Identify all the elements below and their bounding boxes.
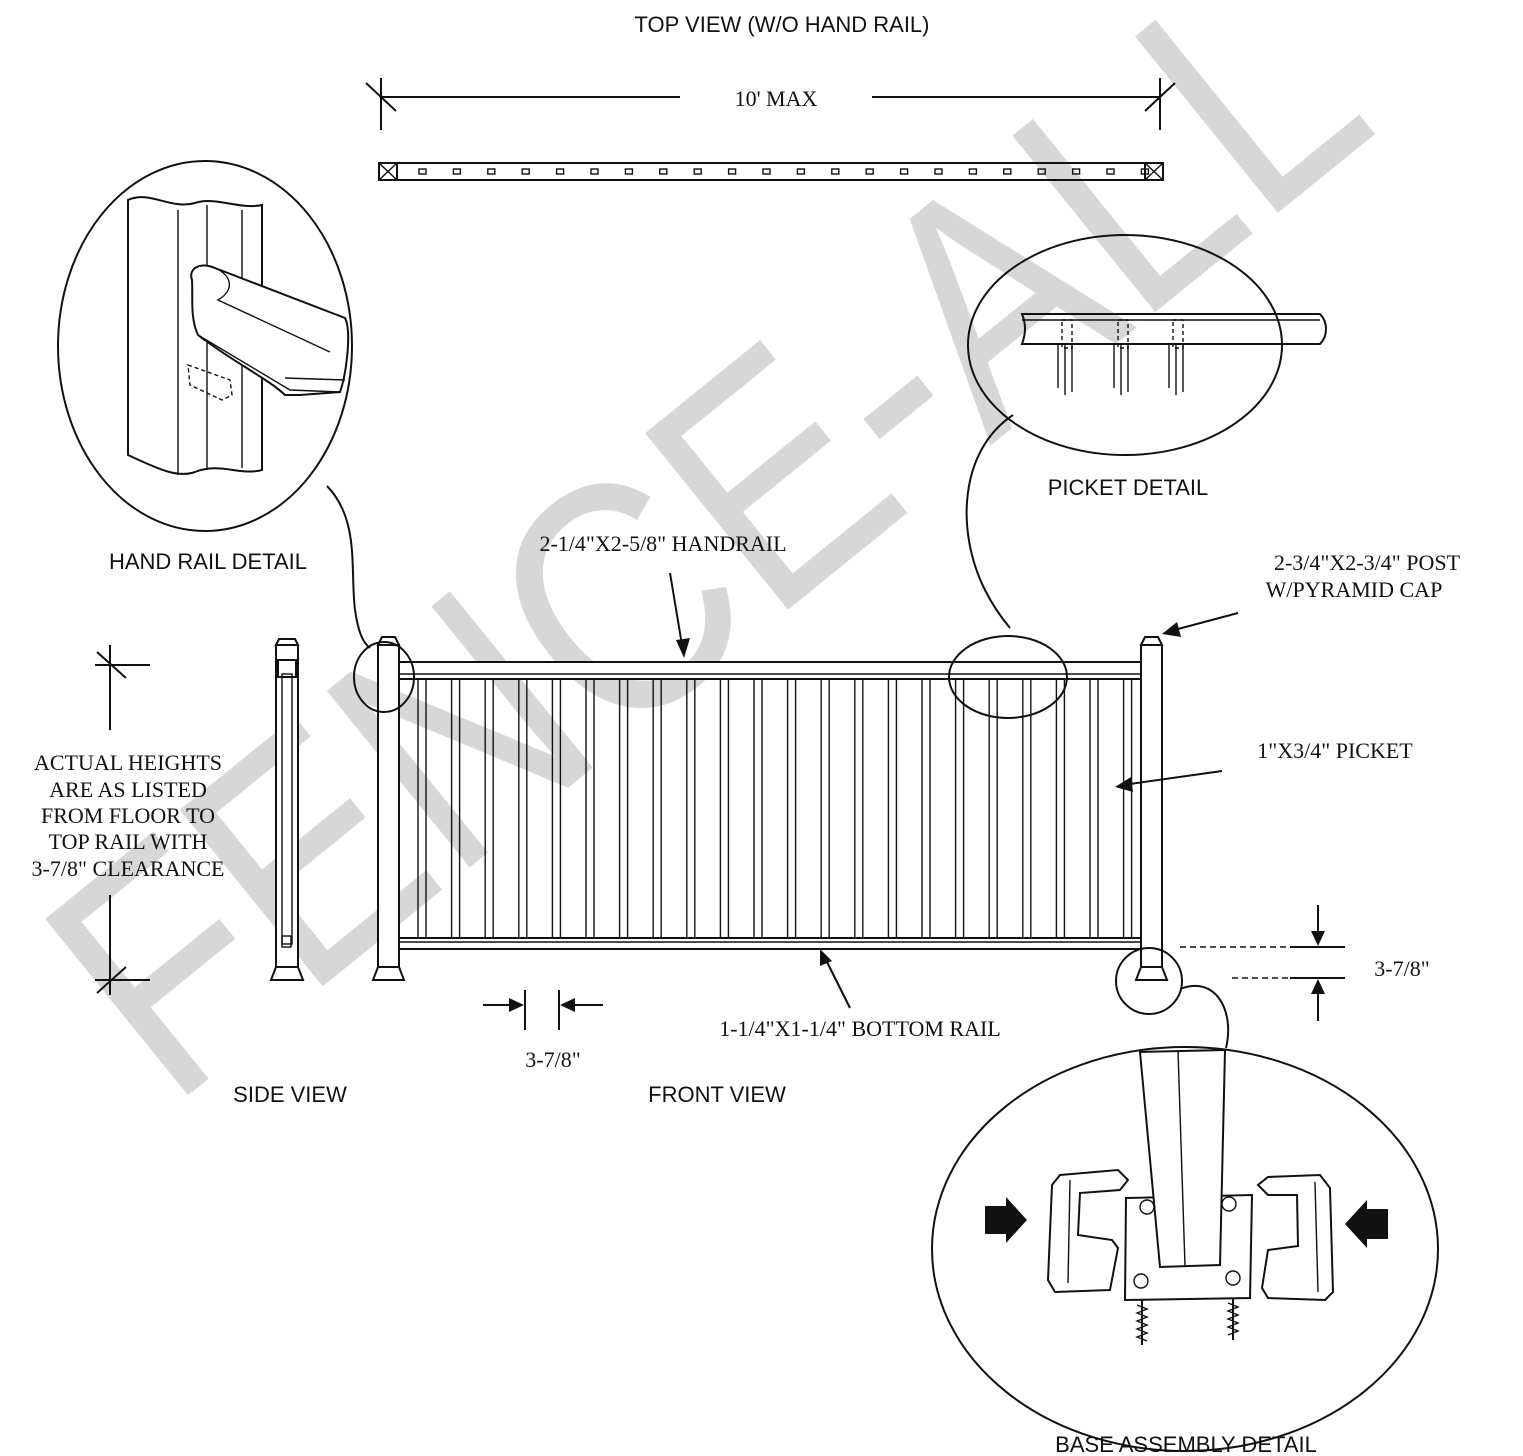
post-label-line-1: 2-3/4"X2-3/4" POST xyxy=(1274,550,1461,575)
post-arrow xyxy=(1162,612,1239,637)
top-view-picket xyxy=(1003,168,1012,175)
handrail-arrow xyxy=(669,572,690,658)
picket xyxy=(518,679,528,938)
heights-note-line-3: FROM FLOOR TO xyxy=(41,803,215,828)
top-view-picket xyxy=(934,168,943,175)
heights-note: ACTUAL HEIGHTS ARE AS LISTED FROM FLOOR … xyxy=(32,750,225,881)
hand-rail-detail-label: HAND RAIL DETAIL xyxy=(109,549,307,574)
heights-note-line-4: TOP RAIL WITH xyxy=(49,829,208,854)
watermark: FENCE-ALL xyxy=(0,0,1426,1164)
top-view-picket xyxy=(418,168,427,175)
front-view-pickets xyxy=(417,679,1133,938)
top-view-picket xyxy=(555,168,565,175)
side-view-label: SIDE VIEW xyxy=(233,1082,347,1107)
picket xyxy=(1055,679,1066,938)
hand-rail-leader xyxy=(326,485,371,649)
picket xyxy=(786,679,797,938)
picket-arrow xyxy=(1115,770,1223,792)
top-view-pickets xyxy=(418,168,1150,175)
picket-detail-picket xyxy=(1168,319,1184,395)
picket xyxy=(618,679,629,938)
picket xyxy=(887,679,898,938)
picket xyxy=(1122,679,1133,938)
picket xyxy=(450,679,461,938)
top-view-picket xyxy=(659,168,668,175)
bottom-rail-label: 1-1/4"X1-1/4" BOTTOM RAIL xyxy=(719,1016,1001,1041)
top-view-dimension: 10' MAX xyxy=(365,78,1176,130)
right-press-arrow xyxy=(1345,1200,1388,1248)
picket-spacing-dimension xyxy=(483,990,603,1030)
picket xyxy=(551,679,562,938)
picket xyxy=(484,679,494,938)
heights-note-line-5: 3-7/8" CLEARANCE xyxy=(32,856,225,881)
top-view-picket xyxy=(762,168,771,175)
top-view-picket xyxy=(1071,168,1081,175)
front-view-label: FRONT VIEW xyxy=(648,1082,786,1107)
left-press-arrow xyxy=(985,1197,1027,1243)
picket-label: 1"X3/4" PICKET xyxy=(1257,738,1413,763)
top-view-picket xyxy=(899,168,909,175)
max-span-label: 10' MAX xyxy=(735,86,818,111)
picket-detail-leader xyxy=(965,414,1014,629)
top-view-picket xyxy=(831,168,840,175)
picket xyxy=(1022,679,1032,938)
picket xyxy=(954,679,965,938)
picket-detail-picket xyxy=(1057,319,1073,395)
base-assembly-detail xyxy=(931,1046,1439,1452)
picket xyxy=(417,679,427,938)
front-view xyxy=(353,635,1183,1015)
handrail-label: 2-1/4"X2-5/8" HANDRAIL xyxy=(539,531,786,556)
top-view-rail xyxy=(378,162,1164,181)
top-view-picket xyxy=(1106,168,1115,175)
top-view-picket xyxy=(624,168,634,175)
top-view-picket xyxy=(1037,168,1046,175)
base-assembly-detail-label: BASE ASSEMBLY DETAIL xyxy=(1055,1432,1317,1456)
picket-spacing-label: 3-7/8" xyxy=(525,1047,580,1072)
picket xyxy=(988,679,998,938)
clearance-right-label: 3-7/8" xyxy=(1374,956,1429,981)
picket-detail-pickets xyxy=(1057,319,1184,395)
picket xyxy=(820,679,830,938)
picket xyxy=(753,679,763,938)
watermark-text: FENCE-ALL xyxy=(0,0,1426,1164)
picket-detail xyxy=(967,234,1327,456)
top-view-picket xyxy=(727,168,737,175)
top-view-picket xyxy=(865,168,874,175)
picket-detail-label: PICKET DETAIL xyxy=(1048,475,1209,500)
picket xyxy=(854,679,864,938)
picket xyxy=(921,679,931,938)
top-view-picket xyxy=(693,168,702,175)
post-label-line-2: W/PYRAMID CAP xyxy=(1266,577,1443,602)
top-view-picket xyxy=(487,168,496,175)
top-view-picket xyxy=(452,168,462,175)
base-detail-leader xyxy=(1179,984,1230,1049)
picket xyxy=(686,679,696,938)
picket xyxy=(719,679,730,938)
picket xyxy=(652,679,662,938)
clearance-dimension xyxy=(1180,905,1345,1021)
bottom-rail-arrow xyxy=(820,949,851,1009)
side-view xyxy=(269,638,305,981)
picket xyxy=(1089,679,1099,938)
height-dimension xyxy=(95,645,150,995)
top-view-picket xyxy=(521,168,530,175)
heights-note-line-1: ACTUAL HEIGHTS xyxy=(34,750,222,775)
top-view-picket xyxy=(796,168,806,175)
picket xyxy=(585,679,595,938)
top-view-title: TOP VIEW (W/O HAND RAIL) xyxy=(635,12,930,37)
top-view-picket xyxy=(590,168,599,175)
picket-detail-picket xyxy=(1113,319,1129,395)
heights-note-line-2: ARE AS LISTED xyxy=(49,777,207,802)
top-view: TOP VIEW (W/O HAND RAIL) 10' MAX xyxy=(365,12,1176,181)
hand-rail-detail xyxy=(57,160,353,532)
top-view-picket xyxy=(1140,168,1150,175)
top-view-picket xyxy=(968,168,978,175)
